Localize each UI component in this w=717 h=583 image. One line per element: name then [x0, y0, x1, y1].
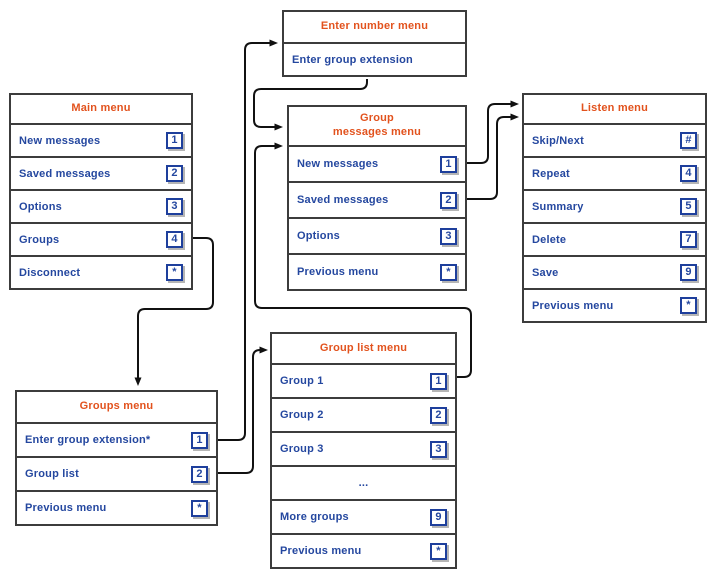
menu-item-label: Group list: [25, 468, 79, 480]
connector-groupmsg1-to-listen: [457, 100, 519, 164]
key-badge: 1: [430, 372, 447, 390]
key-badge: 2: [191, 465, 208, 483]
menu-title-main: Main menu: [71, 102, 131, 115]
menu-item-label: Repeat: [532, 167, 570, 180]
menu-item-group-1: Group 1 1: [272, 363, 455, 397]
menu-item-label: Delete: [532, 233, 567, 246]
menu-item-label: New messages: [297, 158, 379, 170]
key-badge: 9: [430, 508, 447, 526]
menu-item-label: Group 1: [280, 375, 324, 387]
menu-item-new-messages: New messages 1: [289, 145, 465, 181]
key-badge: 3: [440, 227, 457, 245]
menu-item-summary: Summary 5: [524, 189, 705, 222]
key-badge: 7: [680, 231, 697, 248]
menu-title-listen: Listen menu: [581, 102, 648, 115]
connector-grouplist1-to-group-messages: [254, 142, 472, 378]
menu-item-label: Enter group extension: [292, 53, 413, 66]
menu-item-previous-menu: Previous menu *: [17, 490, 216, 524]
menu-item-label: Skip/Next: [532, 134, 584, 147]
menu-item-label: More groups: [280, 511, 349, 523]
menu-item-group-2: Group 2 2: [272, 397, 455, 431]
menu-item-group-list: Group list 2: [17, 456, 216, 490]
menu-item-label: Group 2: [280, 409, 324, 421]
menu-item-saved-messages: Saved messages 2: [289, 181, 465, 217]
connector-groups1-to-enter-number: [211, 39, 278, 441]
key-badge: 3: [430, 440, 447, 458]
menu-item-ellipsis: ...: [272, 465, 455, 499]
menu-item-previous-menu: Previous menu *: [524, 288, 705, 321]
menu-item-saved-messages: Saved messages 2: [11, 156, 191, 189]
menu-title-group-list: Group list menu: [319, 341, 408, 354]
menu-item-skip-next: Skip/Next #: [524, 123, 705, 156]
menu-item-disconnect: Disconnect *: [11, 255, 191, 288]
menu-item-label: Saved messages: [297, 194, 389, 206]
menu-item-label: Summary: [532, 200, 584, 213]
key-badge: *: [680, 297, 697, 314]
menu-item-label: Options: [297, 230, 340, 242]
menu-item-label: Previous menu: [532, 299, 614, 312]
key-badge: 2: [166, 165, 183, 182]
menu-item-previous-menu: Previous menu *: [272, 533, 455, 567]
menu-item-label: Previous menu: [280, 545, 362, 557]
key-badge: 1: [191, 431, 208, 449]
menu-item-label: Group 3: [280, 443, 324, 455]
menu-item-options: Options 3: [11, 189, 191, 222]
menu-item-label: Groups: [19, 233, 60, 246]
connector-enter-number-to-group-messages: [253, 79, 368, 131]
key-badge: 9: [680, 264, 697, 281]
menu-item-new-messages: New messages 1: [11, 123, 191, 156]
key-badge: 4: [680, 165, 697, 182]
menu-item-label: Previous menu: [25, 502, 107, 514]
menu-item-group-3: Group 3 3: [272, 431, 455, 465]
menu-item-groups: Groups 4: [11, 222, 191, 255]
menu-item-more-groups: More groups 9: [272, 499, 455, 533]
menu-item-label: Previous menu: [297, 266, 379, 278]
key-badge: 1: [440, 155, 457, 173]
menu-title-enter-number: Enter number menu: [320, 20, 429, 33]
menu-item-label: ...: [358, 477, 369, 489]
key-badge: #: [680, 132, 697, 149]
menu-item-label: Disconnect: [19, 266, 81, 279]
menu-item-label: Enter group extension*: [25, 434, 151, 446]
menu-item-label: Save: [532, 266, 559, 279]
key-badge: 5: [680, 198, 697, 215]
menu-title-groups: Groups menu: [79, 400, 154, 413]
key-badge: *: [440, 263, 457, 281]
key-badge: 2: [430, 406, 447, 424]
key-badge: 1: [166, 132, 183, 149]
key-badge: 4: [166, 231, 183, 248]
menu-item-repeat: Repeat 4: [524, 156, 705, 189]
connector-groups2-to-group-list: [214, 346, 268, 474]
menu-item-save: Save 9: [524, 255, 705, 288]
key-badge: *: [430, 542, 447, 560]
key-badge: 2: [440, 191, 457, 209]
connector-main4-to-groups: [134, 237, 214, 386]
key-badge: *: [166, 264, 183, 281]
menu-item-options: Options 3: [289, 217, 465, 253]
menu-item-enter-group-extension: Enter group extension: [284, 42, 465, 75]
menu-item-enter-group-extension: Enter group extension* 1: [17, 422, 216, 456]
menu-item-label: New messages: [19, 134, 101, 147]
key-badge: *: [191, 499, 208, 517]
key-badge: 3: [166, 198, 183, 215]
menu-item-delete: Delete 7: [524, 222, 705, 255]
menu-item-label: Saved messages: [19, 167, 111, 180]
menu-title-group-messages: Group messages menu: [332, 112, 422, 138]
menu-item-previous-menu: Previous menu *: [289, 253, 465, 289]
menu-item-label: Options: [19, 200, 62, 213]
connector-groupmsg2-to-listen: [457, 113, 519, 200]
